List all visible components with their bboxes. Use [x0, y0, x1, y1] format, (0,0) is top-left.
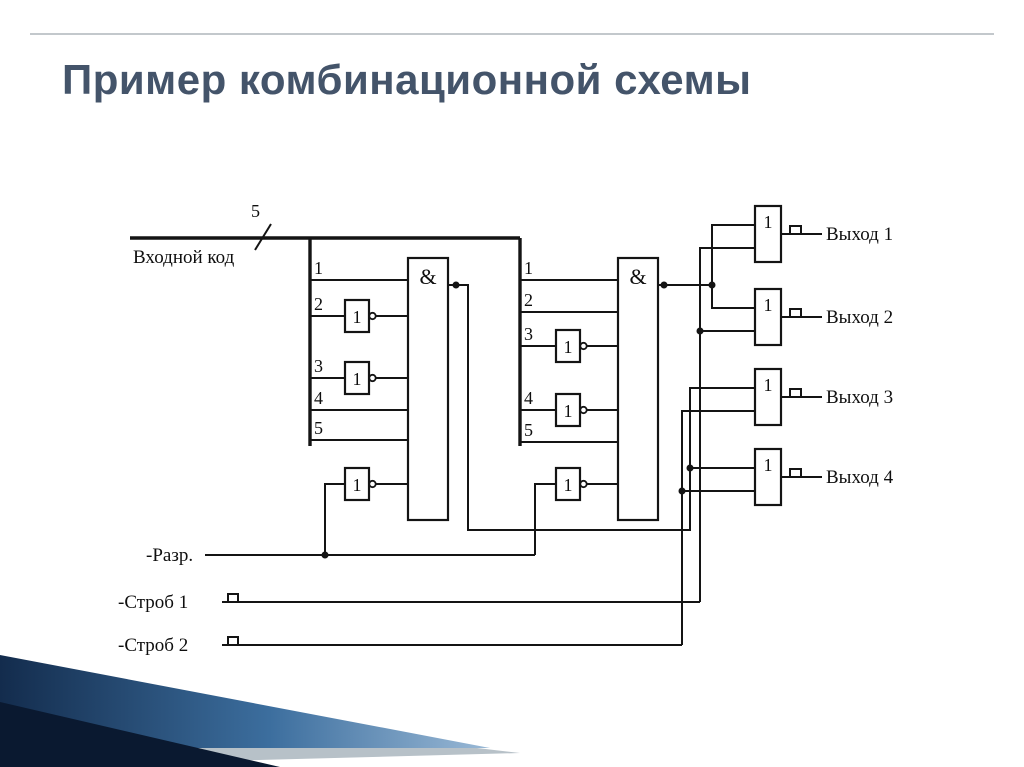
and-gate-2: &	[616, 256, 660, 522]
pulse-icon	[227, 593, 239, 602]
junction-dot	[696, 327, 704, 335]
input-bus: 5 Входной код	[130, 201, 522, 446]
stage1-wires: 1 2 3 4 5	[310, 258, 408, 555]
inverter-box	[343, 298, 371, 334]
and-gate-label: &	[629, 264, 646, 289]
output-label: Выход 1	[826, 224, 893, 245]
pin-label: 1	[524, 258, 533, 278]
and-gate-box	[616, 256, 660, 522]
pulse-icon	[789, 388, 802, 397]
navy-triangle	[0, 702, 280, 767]
inverter-label: 1	[353, 369, 362, 389]
inverter-enable-2: 1	[554, 466, 588, 502]
inversion-bubble	[579, 479, 588, 489]
output-buffer-3: 1 Выход 3	[753, 367, 893, 427]
enable-branch-left	[324, 483, 345, 555]
slide-title: Пример комбинационной схемы	[62, 56, 752, 103]
inversion-bubble	[368, 373, 377, 383]
inverter-1: 1	[343, 298, 377, 334]
and-gate-2-output-net	[658, 224, 755, 309]
inverter-box	[554, 466, 582, 502]
pin-label: 3	[314, 356, 323, 376]
buffer-box	[753, 287, 783, 347]
inverter-box	[554, 328, 582, 364]
enable-label: -Разр.	[146, 545, 193, 566]
inverter-label: 1	[564, 475, 573, 495]
inverter-3: 1	[554, 328, 588, 364]
output-label: Выход 2	[826, 307, 893, 328]
output-label: Выход 4	[826, 467, 894, 488]
pin-label: 1	[314, 258, 323, 278]
pin-label: 2	[524, 290, 533, 310]
strobe1-label: -Строб 1	[118, 592, 188, 613]
wire-segment	[699, 247, 755, 602]
enable-net: -Разр.	[146, 545, 535, 566]
buffer-box	[753, 204, 783, 264]
pulse-icon	[227, 636, 239, 645]
pin-label: 2	[314, 294, 323, 314]
wire-segment	[681, 410, 755, 645]
inverter-label: 1	[564, 401, 573, 421]
buffer-label: 1	[764, 212, 773, 232]
pin-label: 4	[524, 388, 533, 408]
enable-branch-right	[534, 483, 556, 555]
inverter-label: 1	[564, 337, 573, 357]
inversion-bubble	[579, 405, 588, 415]
junction-dot	[678, 487, 686, 495]
pin-label: 3	[524, 324, 533, 344]
wire-segment	[711, 224, 755, 285]
buffer-label: 1	[764, 455, 773, 475]
junction-dot	[708, 281, 716, 289]
buffer-label: 1	[764, 375, 773, 395]
inverter-4: 1	[554, 392, 588, 428]
pin-label: 4	[314, 388, 323, 408]
inverter-enable-1: 1	[343, 466, 377, 502]
blue-triangle	[0, 655, 490, 748]
buffer-label: 1	[764, 295, 773, 315]
output-buffer-2: 1 Выход 2	[753, 287, 893, 347]
output-buffer-4: 1 Выход 4	[753, 447, 894, 507]
junction-dot	[321, 551, 329, 559]
junction-dot	[452, 281, 460, 289]
buffer-box	[753, 367, 783, 427]
bus-width-slash	[254, 223, 272, 251]
and-gate-box	[406, 256, 450, 522]
inverter-box	[554, 392, 582, 428]
strobe2-label: -Строб 2	[118, 635, 188, 656]
inverter-label: 1	[353, 307, 362, 327]
pulse-icon	[789, 468, 802, 477]
input-code-label: Входной код	[133, 247, 235, 268]
stage2-wires: 1 2 3 4 5	[520, 258, 618, 555]
inverter-2: 1	[343, 360, 377, 396]
pulse-icon	[789, 308, 802, 317]
top-divider	[30, 33, 994, 35]
strobe2-net: -Строб 2	[118, 410, 755, 656]
junction-dot	[686, 464, 694, 472]
bus-width-label: 5	[251, 201, 260, 221]
pulse-icon	[789, 225, 802, 234]
wire-segment	[711, 285, 755, 309]
inversion-bubble	[368, 311, 377, 321]
and-gate-1: &	[406, 256, 450, 522]
junction-dot	[660, 281, 668, 289]
inverter-box	[343, 360, 371, 396]
inversion-bubble	[368, 479, 377, 489]
pin-label: 5	[524, 420, 533, 440]
and-gate-label: &	[419, 264, 436, 289]
output-label: Выход 3	[826, 387, 893, 408]
inversion-bubble	[579, 341, 588, 351]
inverter-label: 1	[353, 475, 362, 495]
strobe1-net: -Строб 1	[118, 247, 755, 613]
output-buffer-1: 1 Выход 1	[753, 204, 893, 264]
pin-label: 5	[314, 418, 323, 438]
